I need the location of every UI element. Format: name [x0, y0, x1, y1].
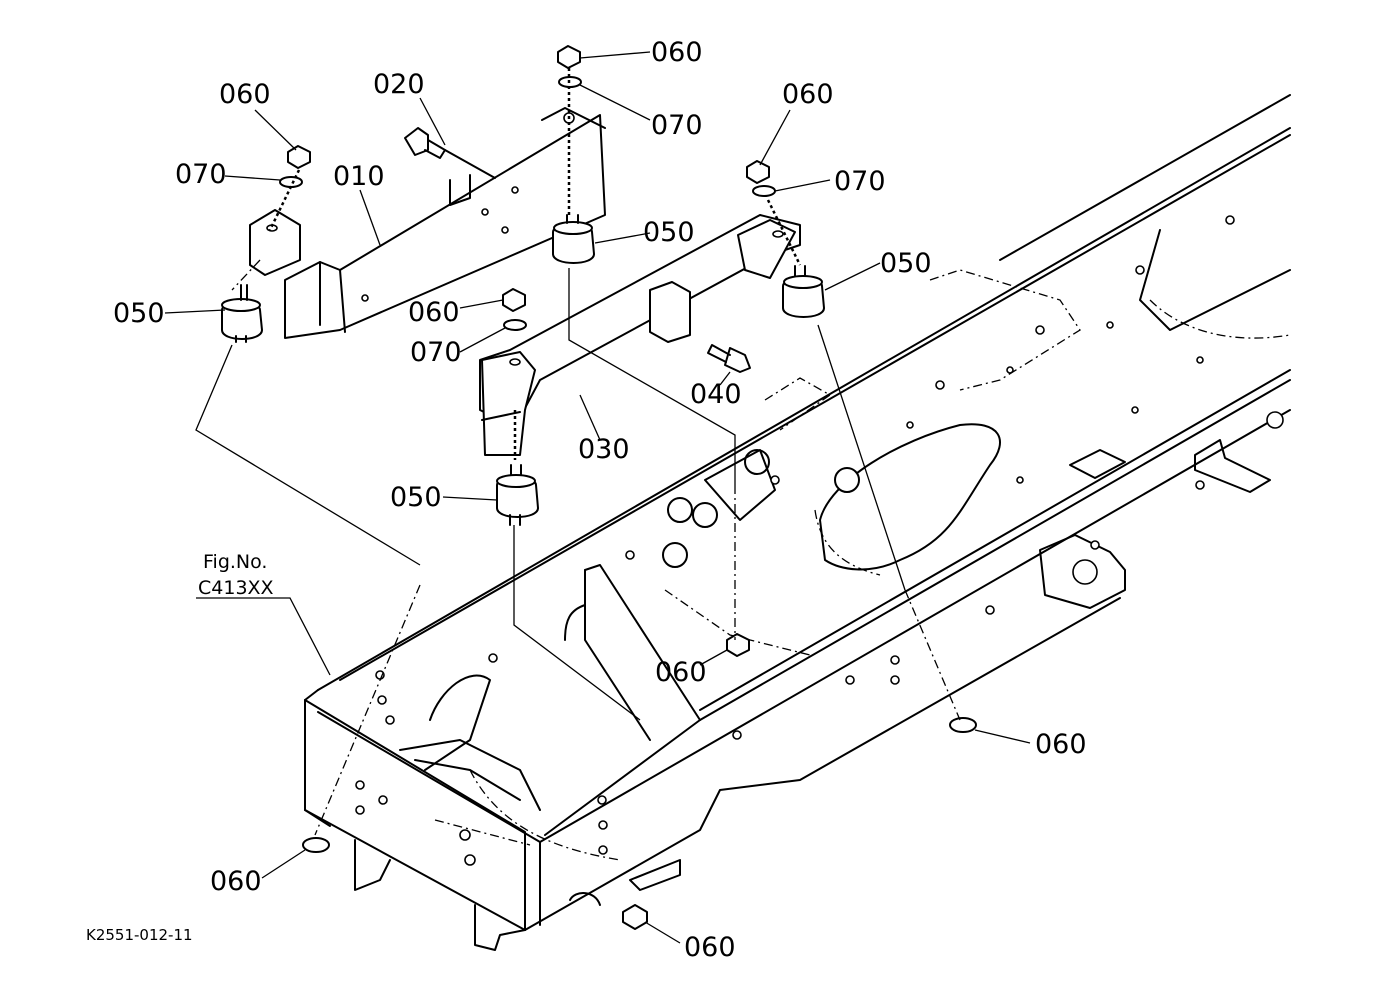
callout-030: 030: [578, 434, 630, 465]
drawing-id: K2551-012-11: [86, 926, 193, 944]
callout-070-top: 070: [651, 110, 703, 141]
bolt-020: [404, 127, 496, 179]
callout-020: 020: [373, 69, 425, 100]
nuts-and-washers: [279, 45, 977, 930]
callout-070-left: 070: [175, 159, 227, 190]
callout-060-center: 060: [408, 297, 460, 328]
rubber-mount-050-b: [552, 214, 595, 264]
bolt-040: [707, 344, 751, 373]
callout-060-mid: 060: [655, 657, 707, 688]
callout-050-left: 050: [113, 298, 165, 329]
callout-060-left: 060: [219, 79, 271, 110]
assembly-lines: [195, 68, 961, 836]
rubber-mount-050-c: [782, 265, 825, 318]
bracket-030: [479, 214, 801, 456]
callout-050-right: 050: [880, 248, 932, 279]
main-frame: [304, 94, 1291, 951]
callout-010: 010: [333, 161, 385, 192]
callout-070-center: 070: [410, 337, 462, 368]
callout-070-right: 070: [834, 166, 886, 197]
callout-060-bottom: 060: [684, 932, 736, 963]
callout-labels: 060 070 020 060 070 010 060 070 050 050 …: [113, 37, 1087, 963]
callout-060-lower-left: 060: [210, 866, 262, 897]
figure-ref-label: Fig.No.: [203, 551, 267, 573]
callout-060-right: 060: [782, 79, 834, 110]
figure-ref-number: C413XX: [198, 577, 274, 599]
figure-reference: Fig.No. C413XX: [198, 551, 274, 599]
callout-060-top: 060: [651, 37, 703, 68]
rubber-mount-050-d: [496, 464, 539, 526]
callout-040: 040: [690, 379, 742, 410]
callout-050-lower: 050: [390, 482, 442, 513]
callout-050-center: 050: [643, 217, 695, 248]
leader-lines: [164, 51, 1031, 944]
callout-060-lower-right: 060: [1035, 729, 1087, 760]
bracket-010: [249, 107, 606, 339]
rubber-mount-050-a: [221, 284, 263, 343]
frame-holes: [355, 215, 1284, 866]
